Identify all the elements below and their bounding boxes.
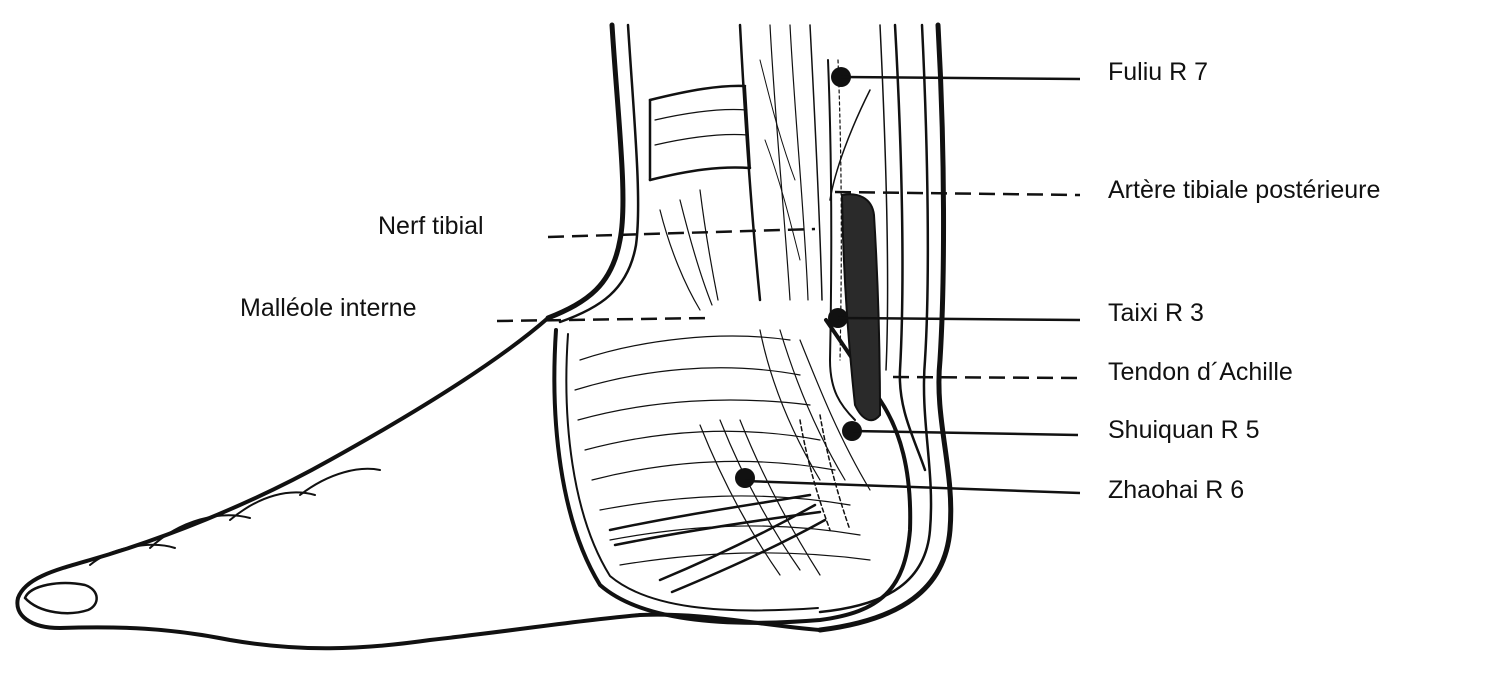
- achilles-tendon-shaded: [840, 193, 882, 422]
- artery-channel: [827, 59, 856, 421]
- label-malleole-interne: Malléole interne: [240, 294, 417, 322]
- toe-2: [89, 543, 176, 566]
- leader-nerf: [547, 227, 816, 239]
- leader-zhaohai: [744, 479, 1081, 495]
- label-zhaohai: Zhaohai R 6: [1108, 476, 1245, 504]
- toe-5: [299, 467, 381, 496]
- flexor-band-3: [658, 503, 817, 582]
- leader-shuiquan: [851, 429, 1079, 437]
- retinaculum-band: [648, 84, 747, 102]
- foot-top-outline: [15, 316, 642, 651]
- label-fuliu: Fuliu R 7: [1108, 58, 1209, 86]
- leg-front-outline: [545, 22, 626, 321]
- leg-back-outline: [817, 22, 954, 633]
- tibia-shaft: [738, 23, 762, 302]
- toe-4: [229, 491, 316, 521]
- leader-artere: [834, 190, 1081, 197]
- leg-back-inner-line: [818, 23, 933, 614]
- flexor-band-4: [670, 518, 827, 594]
- achilles-line-outer: [893, 23, 927, 472]
- label-nerf-tibial: Nerf tibial: [378, 212, 484, 240]
- leader-taixi: [837, 316, 1081, 322]
- label-taixi: Taixi R 3: [1108, 299, 1204, 327]
- leader-malleole: [496, 316, 711, 323]
- point-zhaohai: [735, 468, 755, 488]
- label-tendon-achille: Tendon d´Achille: [1108, 358, 1293, 386]
- achilles-line-inner: [879, 24, 889, 371]
- label-shuiquan: Shuiquan R 5: [1108, 416, 1260, 444]
- label-artere-tibiale: Artère tibiale postérieure: [1108, 176, 1381, 204]
- leader-fuliu: [840, 75, 1081, 81]
- toe-3: [149, 514, 251, 549]
- flexor-band-1: [608, 493, 812, 532]
- dissection-window-inner: [565, 333, 819, 612]
- retinaculum-band-lower: [648, 166, 752, 182]
- leg-front-inner-line: [558, 23, 640, 324]
- leader-tendon: [892, 375, 1084, 380]
- big-toe: [23, 581, 98, 615]
